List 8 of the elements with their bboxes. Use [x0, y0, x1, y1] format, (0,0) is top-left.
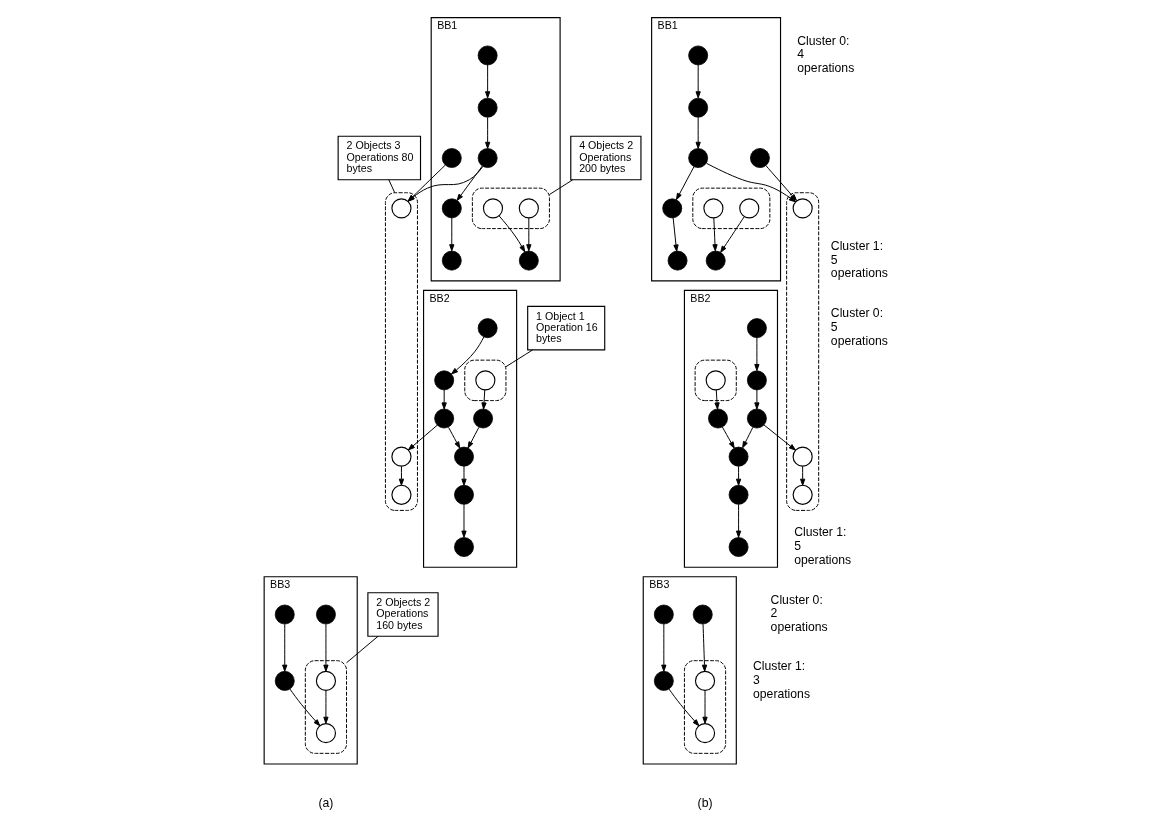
- label: Cluster 1: 5 operations: [830, 238, 888, 281]
- label: (b): [697, 795, 713, 810]
- label: (a): [318, 795, 334, 810]
- label: Cluster 0: 2 operations: [770, 592, 828, 635]
- label: Cluster 1: 5 operations: [794, 525, 852, 567]
- label: Cluster 1: 3 operations: [753, 659, 810, 701]
- label: Cluster 0: 5 operations: [830, 306, 888, 348]
- label: Cluster 0: 4 operations: [797, 33, 855, 76]
